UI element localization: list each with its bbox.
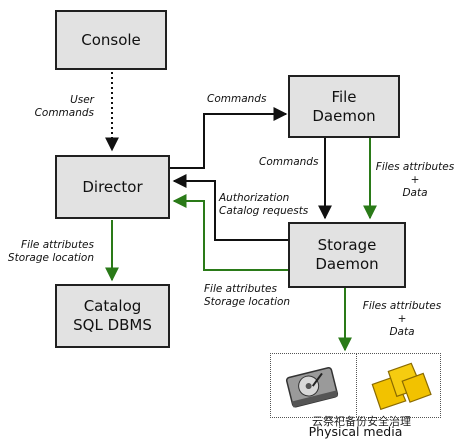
sd-to-director-label: File attributes Storage location [204, 283, 291, 308]
authorization-label: Authorization Catalog requests [219, 192, 309, 217]
file-daemon-node: File Daemon [288, 75, 400, 138]
commands-to-sd-label: Commands [259, 156, 319, 168]
authorization-arrow [172, 174, 288, 241]
file-daemon-label-line1: File [331, 87, 357, 106]
console-label: Console [81, 30, 141, 49]
catalog-node: Catalog SQL DBMS [55, 284, 170, 348]
storage-daemon-label-line1: Storage [317, 236, 377, 254]
commands-to-file-daemon-arrow [170, 107, 288, 169]
storage-daemon-label-line2: Daemon [315, 255, 379, 273]
storage-daemon-node: Storage Daemon [288, 222, 406, 288]
watermark-right: 云祭祀备份安全治理 [312, 415, 411, 428]
media-divider [356, 354, 357, 417]
file-daemon-label-line2: Daemon [312, 106, 376, 125]
physical-media-caption: Physical media [308, 424, 403, 439]
commands-to-fd-label: Commands [207, 93, 267, 105]
user-commands-label: User Commands [34, 94, 94, 119]
sd-files-attributes-label: Files attributes + Data [362, 300, 442, 338]
physical-media-panel [270, 353, 441, 418]
catalog-label-line1: Catalog [83, 297, 142, 315]
catalog-label-line2: SQL DBMS [73, 316, 152, 334]
console-node: Console [55, 10, 167, 70]
hard-disk-icon [285, 367, 339, 408]
storage-location-arrow [172, 194, 288, 271]
fd-files-attributes-label: Files attributes + Data [375, 161, 455, 199]
director-node: Director [55, 155, 170, 219]
director-to-catalog-label: File attributes Storage location [7, 239, 94, 264]
tape-cartridges-icon [371, 362, 432, 411]
director-label: Director [82, 177, 143, 196]
